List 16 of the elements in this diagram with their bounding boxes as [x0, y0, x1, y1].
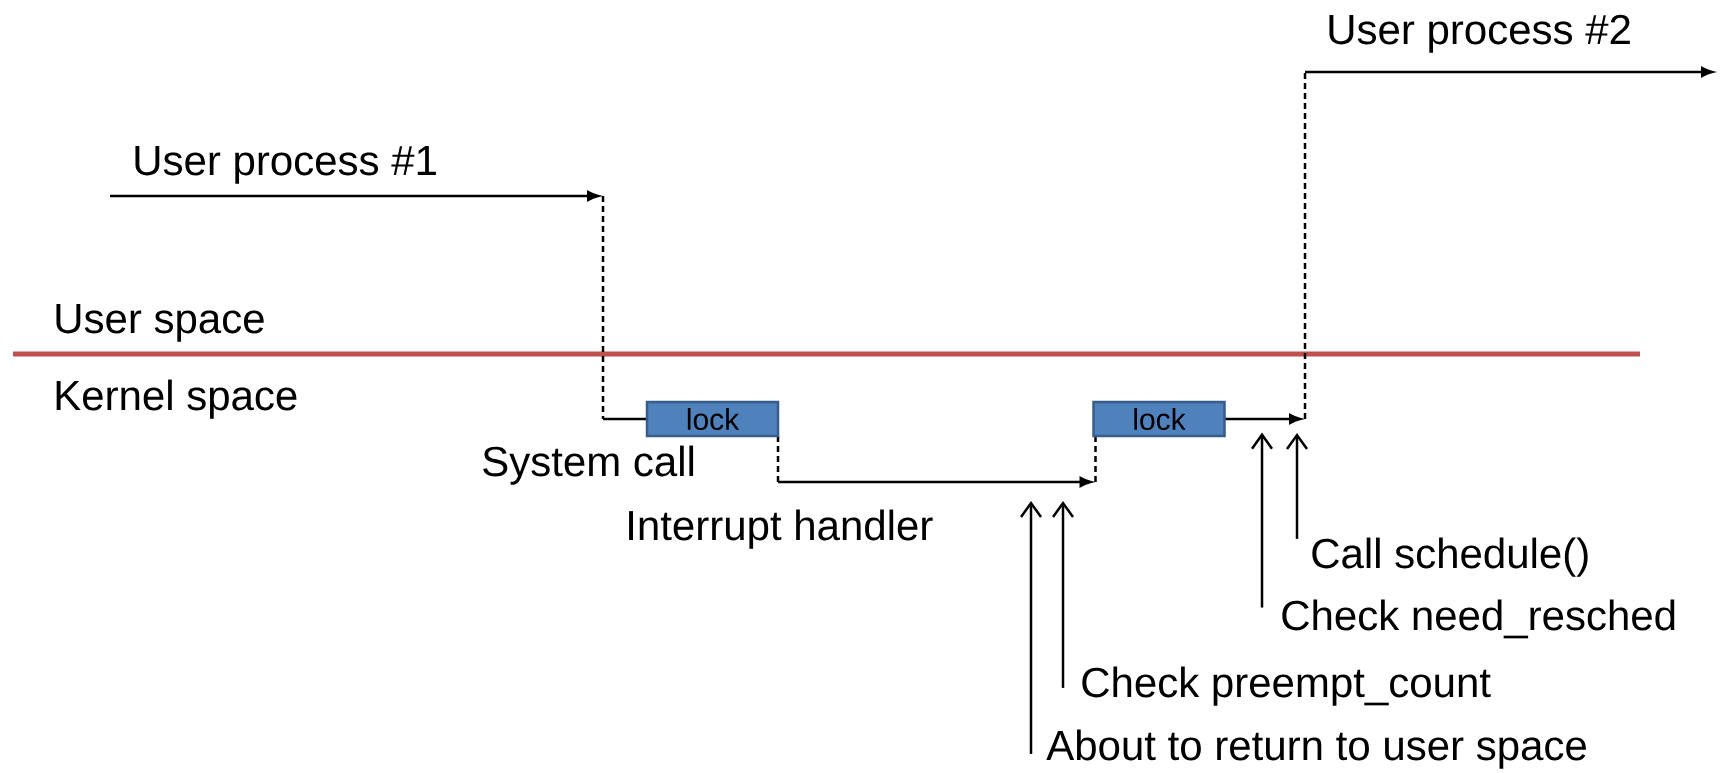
region-label: User space — [56, 304, 264, 342]
lock-box: lock — [645, 400, 780, 438]
step-label: About to return to user space — [1046, 729, 1586, 769]
region-label: System call — [483, 445, 694, 485]
leader-arrow — [1052, 500, 1075, 688]
region-label: User process #2 — [1329, 14, 1630, 53]
step-label: Check need_resched — [1282, 599, 1675, 639]
step-label: Call schedule() — [1312, 537, 1588, 577]
lock-box: lock — [1092, 400, 1226, 438]
region-label: Kernel space — [56, 379, 297, 419]
leader-arrow — [1020, 500, 1043, 754]
leader-arrow — [1251, 432, 1274, 608]
region-label: Interrupt handler — [629, 509, 933, 549]
region-label: User process #1 — [135, 146, 436, 184]
step-label: Check preempt_count — [1082, 666, 1491, 706]
leader-arrow — [1286, 432, 1309, 539]
